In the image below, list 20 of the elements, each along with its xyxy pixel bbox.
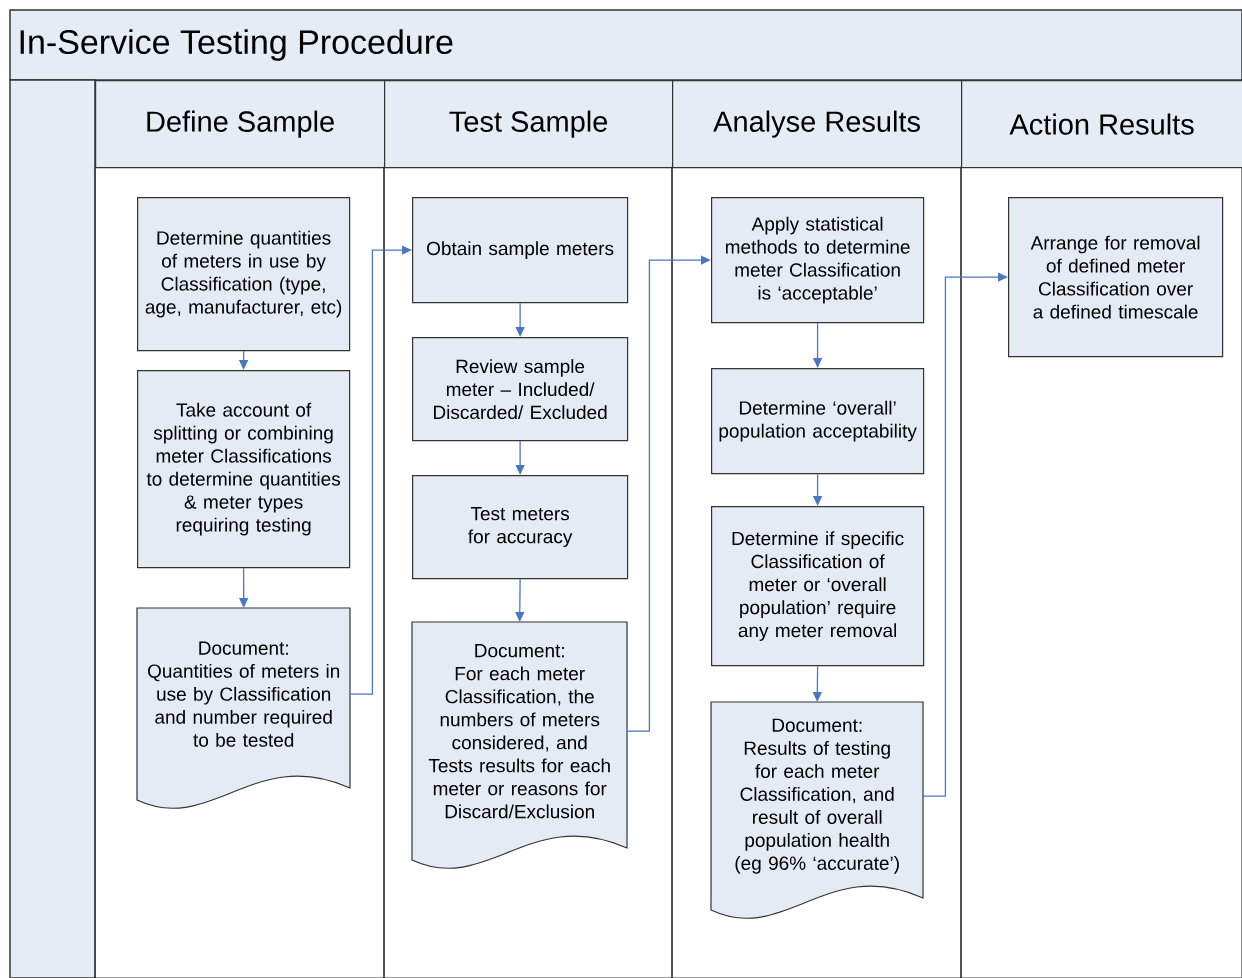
node-label: Action Results [1009, 113, 1194, 135]
process-box: Test meters for accuracy [412, 475, 629, 580]
arrow [239, 567, 249, 608]
arrow [515, 578, 525, 622]
process-box: Arrange for removal of defined meter Classification over a defined timescale [1008, 197, 1224, 358]
process-box: Take account of splitting or combining meter Classifications to determine quantities & meter types requiring testing [137, 370, 351, 569]
process-box: Determine ‘overall’ population acceptability [711, 368, 925, 475]
process-box: Review sample meter – Included/ Discarded/ Excluded [412, 337, 629, 442]
arrow [515, 440, 525, 475]
arrow [349, 245, 412, 695]
node-label: Define Sample [147, 110, 334, 138]
process-box: Determine quantities of meters in use by Classification (type, age, manufacturer, etc) [137, 197, 351, 352]
arrow [922, 272, 1008, 797]
process-box: Obtain sample meters [412, 197, 629, 304]
node-label: Analyse Results [713, 110, 920, 138]
arrow [515, 302, 525, 337]
arrow [626, 255, 711, 732]
process-box: Apply statistical methods to determine meter Classification is ‘acceptable’ [711, 197, 925, 324]
process-box: Determine if specific Classification of meter or ‘overall population’ require any meter removal [711, 506, 925, 667]
node-label: Test Sample [449, 110, 608, 138]
